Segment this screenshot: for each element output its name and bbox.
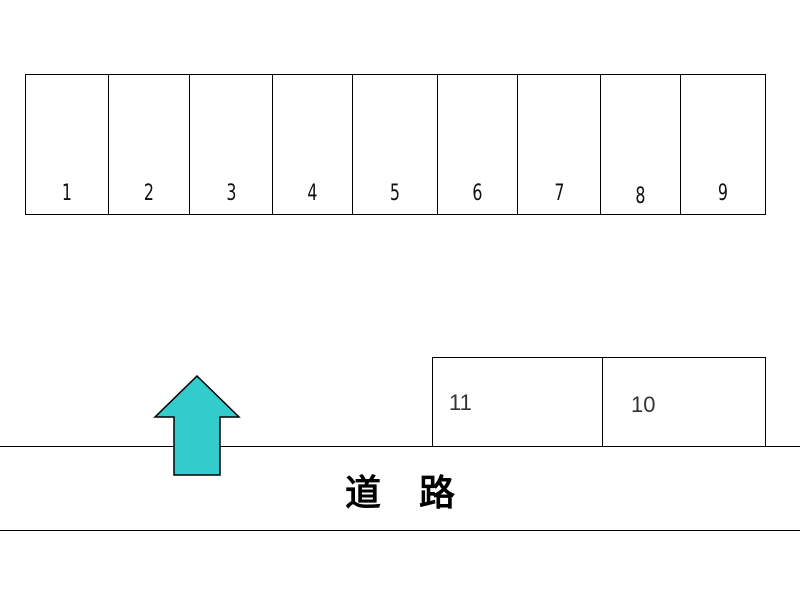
space-number: 5 — [389, 181, 401, 206]
parking-space-8: 8 — [601, 75, 682, 214]
bottom-parking-row: 11 10 — [432, 357, 766, 447]
parking-space-7: 7 — [518, 75, 602, 214]
space-number: 8 — [635, 184, 646, 209]
parking-space-6: 6 — [438, 75, 518, 214]
space-number: 9 — [718, 181, 729, 206]
parking-space-1: 1 — [26, 75, 109, 214]
road — [0, 446, 800, 531]
road-label: 道路 — [345, 473, 494, 514]
space-number: 6 — [472, 181, 483, 206]
parking-space-2: 2 — [109, 75, 190, 214]
space-number: 10 — [630, 392, 656, 417]
top-parking-row: 1 2 3 4 5 6 7 8 9 — [25, 74, 766, 215]
entrance-arrow-shape — [153, 375, 241, 476]
space-number: 2 — [143, 181, 154, 206]
space-number: 3 — [225, 181, 236, 206]
parking-space-11: 11 — [433, 358, 603, 447]
space-number: 11 — [449, 390, 472, 415]
space-number: 7 — [554, 181, 565, 206]
space-number: 1 — [61, 181, 72, 206]
parking-space-9: 9 — [681, 75, 765, 214]
parking-space-10: 10 — [603, 358, 765, 447]
parking-space-4: 4 — [273, 75, 354, 214]
parking-space-5: 5 — [353, 75, 438, 214]
up-arrow-icon — [153, 375, 241, 476]
parking-space-3: 3 — [190, 75, 274, 214]
space-number: 4 — [307, 181, 318, 206]
